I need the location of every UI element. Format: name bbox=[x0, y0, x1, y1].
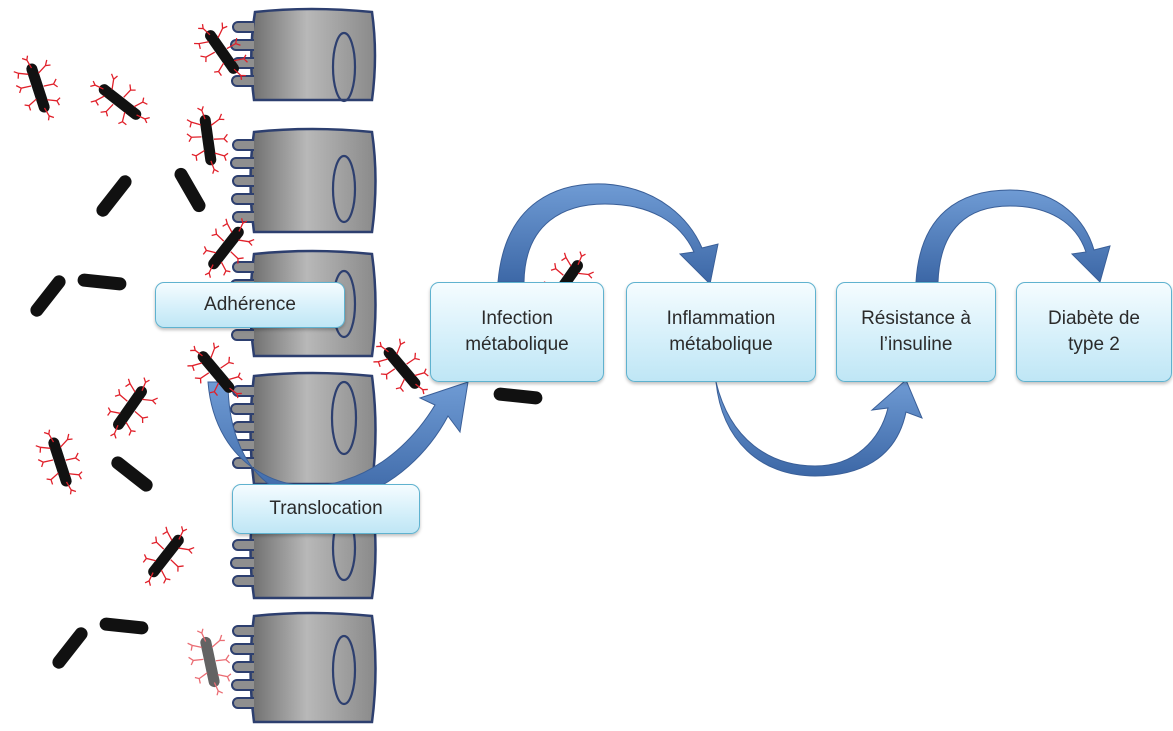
inflammation-label-line1: Inflammation bbox=[666, 308, 776, 330]
bacterium bbox=[500, 394, 536, 398]
bacterium bbox=[30, 423, 89, 500]
translocation-label: Translocation bbox=[269, 498, 383, 520]
diabete-label-line2: type 2 bbox=[1068, 334, 1120, 355]
bacterium bbox=[183, 104, 232, 177]
resistance-label-line1: Résistance à bbox=[861, 308, 971, 330]
translocation-box: Translocation bbox=[232, 484, 420, 534]
adherence-label: Adhérence bbox=[204, 294, 296, 316]
resistance-to-diabete-arrow bbox=[915, 189, 1111, 283]
bacterium bbox=[183, 625, 236, 700]
epithelial-cell bbox=[249, 371, 377, 486]
infection-label-line2: métabolique bbox=[465, 334, 569, 355]
adherence-box: Adhérence bbox=[155, 282, 345, 328]
infection-label-line1: Infection bbox=[481, 308, 553, 330]
diabete-label-line1: Diabète de bbox=[1048, 308, 1140, 330]
epithelial-cell bbox=[249, 611, 377, 724]
epithelial-cell bbox=[250, 7, 377, 103]
bacterium bbox=[94, 369, 166, 448]
microvilli bbox=[230, 21, 254, 709]
bacterium bbox=[59, 634, 81, 662]
bacterium bbox=[8, 49, 67, 126]
bacterium bbox=[129, 517, 202, 595]
diabete-box: Diabète de type 2 bbox=[1016, 282, 1172, 382]
inflammation-box: Inflammation métabolique bbox=[626, 282, 816, 382]
bacterium bbox=[103, 182, 125, 210]
bacterium bbox=[37, 282, 59, 310]
bacterium bbox=[181, 174, 199, 205]
bacterium bbox=[84, 280, 120, 284]
bacterium bbox=[106, 624, 142, 628]
flow-arrows bbox=[207, 183, 1111, 503]
epithelium bbox=[230, 7, 377, 724]
resistance-box: Résistance à l’insuline bbox=[836, 282, 996, 382]
inflammation-label-line2: métabolique bbox=[669, 334, 773, 355]
inflammation-to-resistance-arrow bbox=[715, 379, 923, 477]
infection-box: Infection métabolique bbox=[430, 282, 604, 382]
infection-to-inflammation-arrow bbox=[497, 183, 719, 286]
bacterium bbox=[118, 463, 146, 485]
epithelial-cell bbox=[249, 127, 377, 234]
bacterium bbox=[81, 65, 159, 138]
resistance-label-line2: l’insuline bbox=[879, 334, 953, 355]
